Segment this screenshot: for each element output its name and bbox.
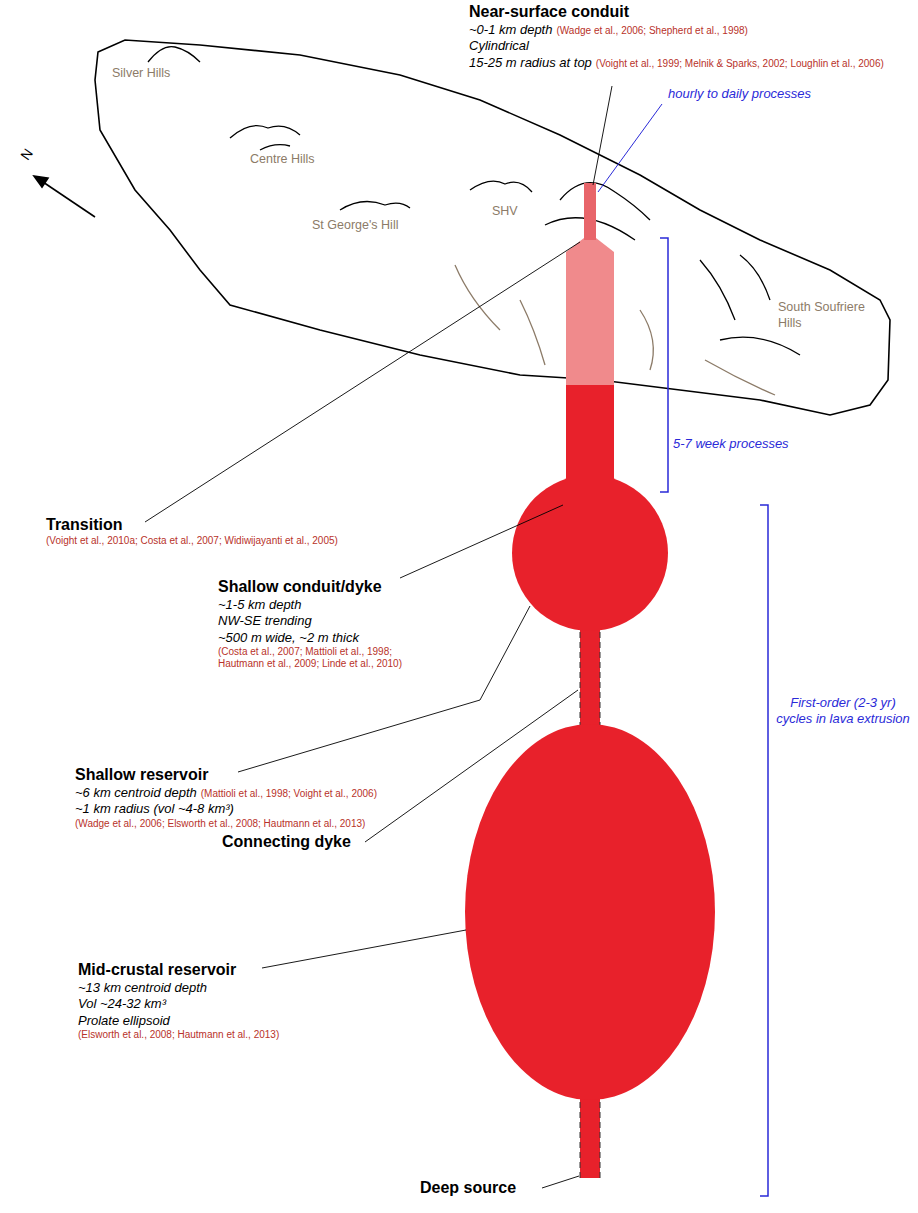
label-group: 5-7 week processes <box>673 436 789 452</box>
label-line: Shallow reservoir <box>75 765 545 785</box>
part-detail: ~500 m wide, ~2 m thick <box>218 630 359 646</box>
label-line: Centre Hills <box>250 152 315 168</box>
label-group: St George's Hill <box>312 218 398 234</box>
label-line: (Voight et al., 2010a; Costa et al., 200… <box>46 535 466 548</box>
label-line: N <box>17 146 37 164</box>
label-line: 15-25 m radius at top (Voight et al., 199… <box>469 55 914 71</box>
label-line: Shallow conduit/dyke <box>218 577 433 597</box>
part-heading: Deep source <box>420 1178 516 1198</box>
label-line: Transition <box>46 515 466 535</box>
label-group: N <box>17 146 37 164</box>
label-group: hourly to daily processes <box>668 86 811 102</box>
part-detail: ~13 km centroid depth <box>78 980 207 996</box>
part-detail: Prolate ellipsoid <box>78 1013 170 1029</box>
label-line: Deep source <box>420 1178 516 1198</box>
label-group: Transition(Voight et al., 2010a; Costa e… <box>46 515 466 548</box>
part-heading: Connecting dyke <box>222 832 351 852</box>
label-group: Silver Hills <box>112 66 170 82</box>
north-arrow <box>34 176 95 217</box>
part-detail: Vol ~24-32 km³ <box>78 996 166 1012</box>
label-line: (Elsworth et al., 2008; Hautmann et al.,… <box>78 1029 458 1042</box>
hill-name: St George's Hill <box>312 218 398 234</box>
part-detail: ~0-1 km depth <box>469 22 552 38</box>
part-detail: 15-25 m radius at top <box>469 55 592 71</box>
part-heading: Shallow conduit/dyke <box>218 577 382 597</box>
part-detail: Cylindrical <box>469 38 529 54</box>
label-group: Shallow conduit/dyke~1-5 km depthNW-SE t… <box>218 577 433 671</box>
citation: (Wadge et al., 2006; Elsworth et al., 20… <box>75 818 365 831</box>
label-line: ~1 km radius (vol ~4-8 km³) <box>75 801 545 817</box>
hill-name: South Soufriere Hills <box>778 300 873 331</box>
citation: (Voight et al., 1999; Melnik & Sparks, 2… <box>596 58 884 71</box>
label-line: SHV <box>492 204 518 220</box>
part-detail: ~1 km radius (vol ~4-8 km³) <box>75 801 234 817</box>
label-line: South Soufriere Hills <box>778 300 873 331</box>
label-line: 5-7 week processes <box>673 436 789 452</box>
part-detail: ~1-5 km depth <box>218 597 301 613</box>
leader-lines <box>145 86 612 1188</box>
label-line: ~500 m wide, ~2 m thick <box>218 630 433 646</box>
citation: (Wadge et al., 2006; Shepherd et al., 19… <box>556 25 747 38</box>
label-line: ~13 km centroid depth <box>78 980 458 996</box>
label-line: ~1-5 km depth <box>218 597 433 613</box>
label-group: Connecting dyke <box>222 832 351 852</box>
label-line: Prolate ellipsoid <box>78 1013 458 1029</box>
label-line: (Wadge et al., 2006; Elsworth et al., 20… <box>75 818 545 831</box>
magma-plumbing <box>465 183 715 1178</box>
label-line: Connecting dyke <box>222 832 351 852</box>
part-heading: Mid-crustal reservoir <box>78 960 236 980</box>
label-line: ~0-1 km depth (Wadge et al., 2006; Shephe… <box>469 22 914 38</box>
part-heading: Near-surface conduit <box>469 2 629 22</box>
timescale-note: hourly to daily processes <box>668 86 811 102</box>
north-label: N <box>17 146 37 164</box>
label-line: Near-surface conduit <box>469 2 914 22</box>
label-line: (Costa et al., 2007; Mattioli et al., 19… <box>218 646 433 671</box>
label-line: Cylindrical <box>469 38 914 54</box>
label-group: Centre Hills <box>250 152 315 168</box>
citation: (Voight et al., 2010a; Costa et al., 200… <box>46 535 338 548</box>
citation: (Mattioli et al., 1998; Voight et al., 2… <box>201 788 377 801</box>
timescale-note: 5-7 week processes <box>673 436 789 452</box>
citation: (Costa et al., 2007; Mattioli et al., 19… <box>218 646 433 671</box>
label-group: First-order (2-3 yr) cycles in lava extr… <box>773 695 913 728</box>
label-line: NW-SE trending <box>218 613 433 629</box>
part-heading: Shallow reservoir <box>75 765 208 785</box>
label-line: hourly to daily processes <box>668 86 811 102</box>
part-detail: NW-SE trending <box>218 613 312 629</box>
label-line: First-order (2-3 yr) cycles in lava extr… <box>773 695 913 728</box>
drainage-lines <box>455 265 775 395</box>
hill-name: Silver Hills <box>112 66 170 82</box>
blue-leader <box>598 104 662 192</box>
label-group: South Soufriere Hills <box>778 300 873 331</box>
label-group: Deep source <box>420 1178 516 1198</box>
label-group: Mid-crustal reservoir~13 km centroid dep… <box>78 960 458 1041</box>
timescale-brackets <box>660 238 768 1196</box>
island-outline <box>95 40 890 415</box>
part-heading: Transition <box>46 515 122 535</box>
label-group: SHV <box>492 204 518 220</box>
label-line: ~6 km centroid depth (Mattioli et al., 19… <box>75 785 545 801</box>
citation: (Elsworth et al., 2008; Hautmann et al.,… <box>78 1029 279 1042</box>
part-detail: ~6 km centroid depth <box>75 785 197 801</box>
label-line: Silver Hills <box>112 66 170 82</box>
label-line: Vol ~24-32 km³ <box>78 996 458 1012</box>
label-group: Near-surface conduit~0-1 km depth (Wadge … <box>469 2 914 71</box>
label-line: St George's Hill <box>312 218 398 234</box>
timescale-note: First-order (2-3 yr) cycles in lava extr… <box>773 695 913 728</box>
label-line: Mid-crustal reservoir <box>78 960 458 980</box>
hill-name: Centre Hills <box>250 152 315 168</box>
hill-name: SHV <box>492 204 518 220</box>
label-group: Shallow reservoir~6 km centroid depth (Ma… <box>75 765 545 830</box>
